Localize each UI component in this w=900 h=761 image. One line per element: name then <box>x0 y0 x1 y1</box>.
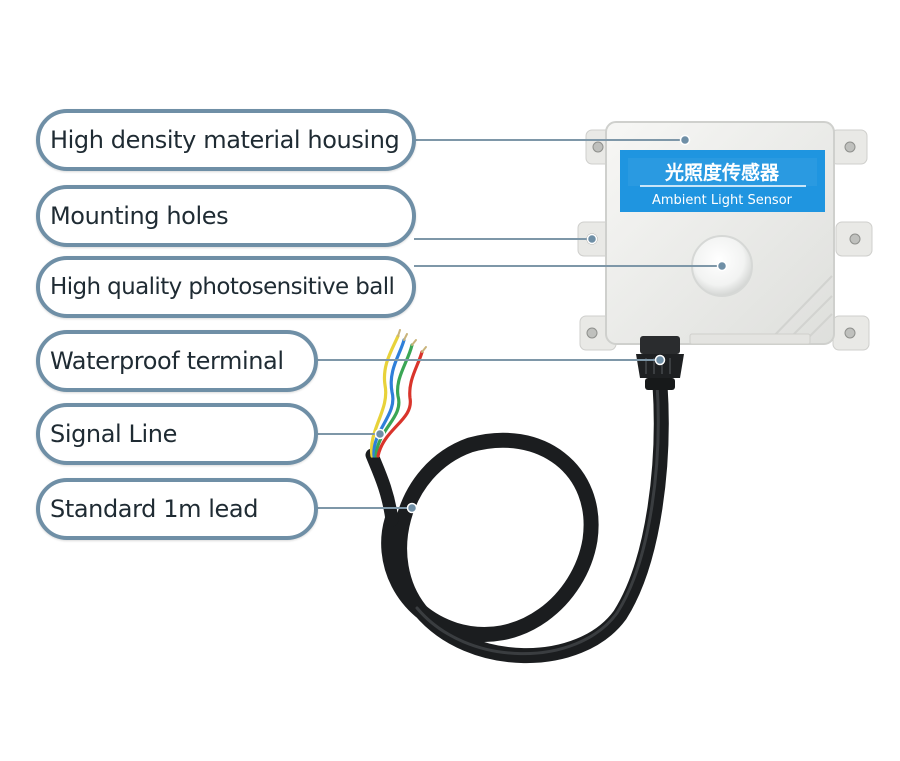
callout-label: Signal Line <box>50 420 177 448</box>
callout-waterproof-terminal: Waterproof terminal <box>36 330 318 392</box>
device-label-en: Ambient Light Sensor <box>652 193 793 208</box>
callout-label: High quality photosensitive ball <box>50 274 395 300</box>
device-label-cn: 光照度传感器 <box>664 161 780 184</box>
callout-photosensitive-ball: High quality photosensitive ball <box>36 256 416 318</box>
wire-yellow <box>369 334 400 458</box>
callout-label: High density material housing <box>50 126 400 154</box>
callout-label: Waterproof terminal <box>50 347 284 375</box>
callout-signal-line: Signal Line <box>36 403 318 465</box>
cable <box>365 377 669 664</box>
wire-red <box>376 350 424 458</box>
callout-label: Mounting holes <box>50 202 229 230</box>
anchor-dots <box>374 134 728 514</box>
sensor-housing: 光照度传感器 Ambient Light Sensor <box>577 121 873 351</box>
callout-mounting-holes: Mounting holes <box>36 185 416 247</box>
leader-lines <box>316 139 722 509</box>
callout-standard-lead: Standard 1m lead <box>36 478 318 540</box>
callout-label: Standard 1m lead <box>50 495 259 523</box>
callout-housing: High density material housing <box>36 109 416 171</box>
